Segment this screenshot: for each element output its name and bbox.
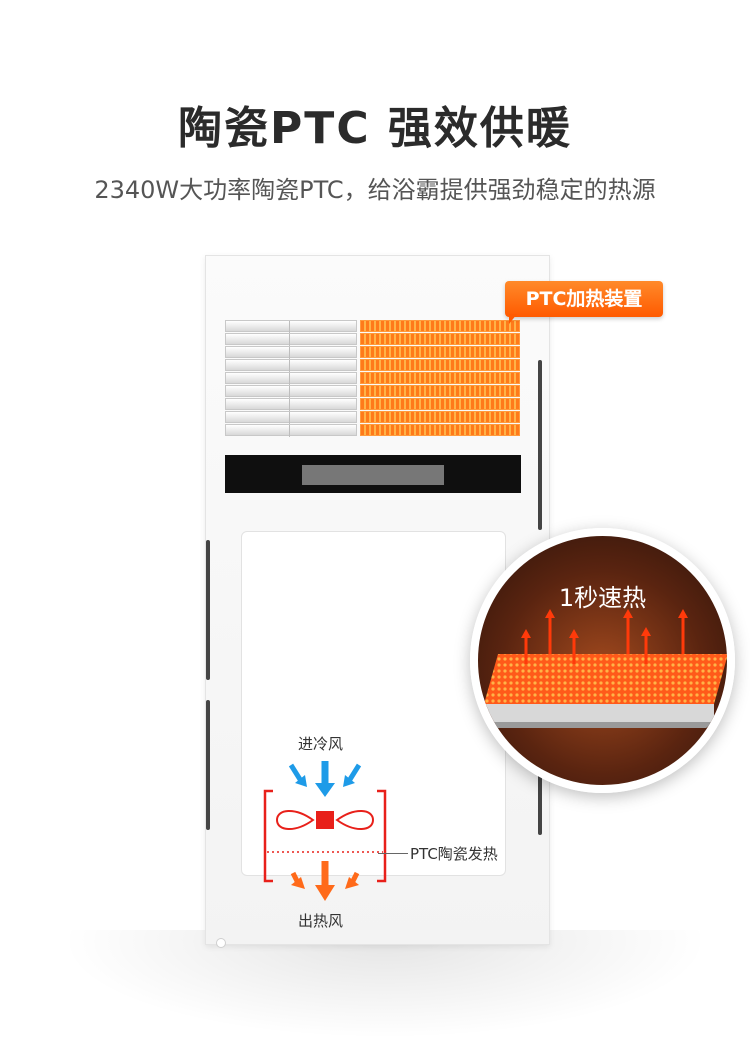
hot-air-arrows — [290, 861, 360, 901]
grille-slat-cold — [225, 385, 357, 398]
heater-base-shadow — [484, 722, 714, 728]
zoom-title: 1秒速热 — [558, 584, 647, 612]
grille-slat-cold — [225, 346, 357, 359]
grille-row — [225, 320, 520, 333]
grille-slat-cold — [225, 398, 357, 411]
heater-base — [484, 704, 714, 722]
heat-arrow-head — [623, 609, 633, 618]
hot-arrowhead-left — [291, 877, 305, 889]
grille-slat-cold — [225, 411, 357, 424]
grille-divider — [289, 360, 290, 372]
grille-slat-cold — [225, 424, 357, 437]
page-title: 陶瓷PTC 强效供暖 — [178, 103, 572, 154]
airflow-diagram — [263, 761, 387, 901]
heat-arrow-head — [545, 609, 555, 618]
grille-slat-hot — [360, 372, 520, 384]
grille-row — [225, 411, 520, 424]
heat-arrow-head — [641, 627, 651, 636]
grille-divider — [289, 334, 290, 346]
cold-air-arrows — [288, 761, 362, 797]
indicator-light — [216, 938, 226, 948]
hot-arrowhead-right — [345, 877, 359, 889]
grille-row — [225, 346, 520, 359]
heat-arrow-head — [678, 609, 688, 618]
ptc-callout-line — [378, 853, 408, 854]
side-tab-left-lower — [206, 700, 210, 830]
heating-element-closeup — [484, 609, 727, 728]
grille-row — [225, 359, 520, 372]
grille-divider — [289, 321, 290, 333]
grille-slat-hot — [360, 411, 520, 423]
grille-divider — [289, 425, 290, 437]
grille-row — [225, 398, 520, 411]
grille-divider — [289, 412, 290, 424]
grille-slat-hot — [360, 424, 520, 436]
side-tab-left-bottom — [206, 540, 210, 680]
vent-grille — [225, 320, 520, 437]
heater-surface — [484, 654, 727, 704]
heater-label: PTC陶瓷发热 — [410, 845, 498, 863]
side-tab-right-top — [538, 360, 542, 530]
grille-slat-hot — [360, 320, 520, 332]
floor-shadow — [60, 930, 710, 1039]
display-screen — [302, 465, 444, 485]
inlet-label: 进冷风 — [298, 735, 344, 753]
grille-slat-hot — [360, 333, 520, 345]
zoom-circle: 1秒速热 — [470, 528, 735, 793]
ptc-badge: PTC加热装置 — [505, 281, 663, 317]
grille-slat-cold — [225, 320, 357, 333]
cold-arrowhead-center — [315, 783, 335, 797]
cold-arrow-left — [288, 763, 304, 783]
fan-icon — [275, 810, 375, 830]
grille-divider — [289, 399, 290, 411]
grille-slat-hot — [360, 398, 520, 410]
grille-row — [225, 424, 520, 437]
heat-arrow-head — [521, 629, 531, 638]
grille-row — [225, 372, 520, 385]
outlet-label: 出热风 — [298, 912, 344, 930]
grille-slat-hot — [360, 359, 520, 371]
grille-slat-cold — [225, 372, 357, 385]
motor-icon — [316, 811, 334, 829]
page-subtitle: 2340W大功率陶瓷PTC，给浴霸提供强劲稳定的热源 — [94, 176, 656, 204]
heat-arrows — [521, 609, 688, 664]
grille-slat-hot — [360, 385, 520, 397]
cold-arrowhead-right — [343, 775, 355, 787]
grille-row — [225, 333, 520, 346]
ptc-badge-pointer — [509, 314, 517, 324]
heater-frame — [263, 789, 387, 883]
cold-arrowhead-left — [295, 775, 307, 787]
grille-divider — [289, 386, 290, 398]
grille-divider — [289, 373, 290, 385]
grille-row — [225, 385, 520, 398]
grille-slat-cold — [225, 333, 357, 346]
grille-divider — [289, 347, 290, 359]
grille-slat-hot — [360, 346, 520, 358]
cold-arrow-right — [346, 763, 362, 783]
hot-arrowhead-center — [315, 885, 335, 901]
heat-arrow-head — [569, 629, 579, 638]
grille-slat-cold — [225, 359, 357, 372]
